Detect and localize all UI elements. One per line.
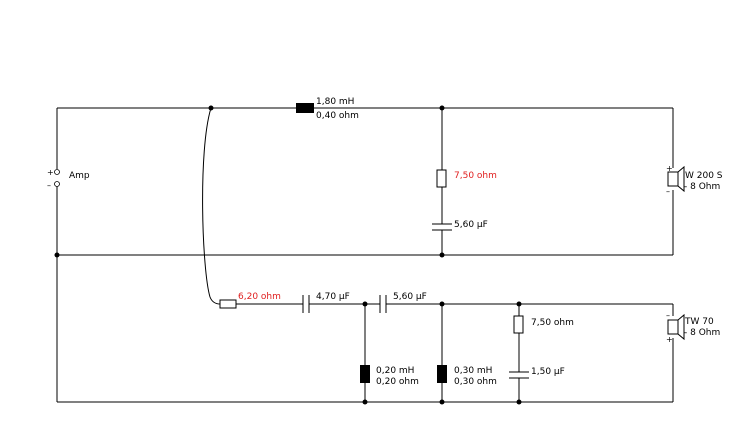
- woofer-driver-impedance: - 8 Ohm: [684, 182, 720, 192]
- junction-node: [516, 301, 522, 307]
- woofer-rc-resistor: [436, 169, 447, 188]
- junction-node: [439, 105, 445, 111]
- tweeter-driver-impedance: - 8 Ohm: [684, 328, 720, 338]
- woofer-inductor-resistance: 0,40 ohm: [316, 111, 359, 121]
- junction-node: [439, 399, 445, 405]
- tweeter-shunt-inductor-1: [360, 365, 370, 383]
- tweeter-series-resistor: [219, 299, 237, 309]
- tweeter-driver-name: TW 70: [684, 317, 714, 327]
- shunt-inductor-1-value: 0,20 mH: [376, 366, 414, 376]
- tweeter-rc-resistor-value: 7,50 ohm: [531, 318, 574, 328]
- woofer-series-inductor: [296, 103, 314, 113]
- source-plus-terminal: [54, 169, 60, 175]
- woofer-section: 1,80 mH 0,40 ohm 7,50 ohm 5,60 µF + – W …: [56, 97, 723, 256]
- junction-node: [516, 399, 522, 405]
- junction-node: [362, 399, 368, 405]
- tweeter-rc-resistor: [513, 315, 524, 334]
- tweeter-driver-plus: +: [666, 335, 673, 344]
- woofer-inductor-value: 1,80 mH: [316, 97, 354, 107]
- source-minus: –: [47, 181, 51, 190]
- tweeter-section: 6,20 ohm 4,70 µF 5,60 µF 0,20 mH 0,20 oh…: [56, 107, 720, 403]
- tweeter-rc-capacitor-value: 1,50 µF: [531, 367, 565, 377]
- shunt-inductor-2-resistance: 0,30 ohm: [454, 377, 497, 387]
- junction-node: [362, 301, 368, 307]
- shunt-inductor-2-value: 0,30 mH: [454, 366, 492, 376]
- tweeter-capacitor-2-value: 5,60 µF: [393, 292, 427, 302]
- woofer-rc-resistor-value: 7,50 ohm: [454, 171, 497, 181]
- junction-node: [439, 301, 445, 307]
- tweeter-shunt-inductor-2: [437, 365, 447, 383]
- tweeter-driver-minus: –: [666, 311, 670, 320]
- tweeter-speaker-icon: [667, 313, 685, 341]
- tweeter-series-resistor-value: 6,20 ohm: [238, 292, 281, 302]
- woofer-driver-name: W 200 S: [685, 171, 723, 181]
- woofer-rc-capacitor-value: 5,60 µF: [454, 220, 488, 230]
- shunt-inductor-1-resistance: 0,20 ohm: [376, 377, 419, 387]
- woofer-driver-plus: +: [666, 164, 673, 173]
- source-plus: +: [47, 168, 54, 177]
- amplifier-source: + – Amp: [47, 168, 90, 190]
- woofer-driver-minus: –: [666, 187, 670, 196]
- source-minus-terminal: [54, 181, 60, 187]
- woofer-speaker-icon: [667, 165, 685, 193]
- junction-node: [208, 105, 214, 111]
- junction-nodes: [54, 105, 522, 405]
- junction-node: [439, 252, 445, 258]
- tweeter-capacitor-1-value: 4,70 µF: [316, 292, 350, 302]
- tweeter-feed-wire: [202, 107, 221, 305]
- source-label: Amp: [69, 171, 90, 181]
- junction-node: [54, 252, 60, 258]
